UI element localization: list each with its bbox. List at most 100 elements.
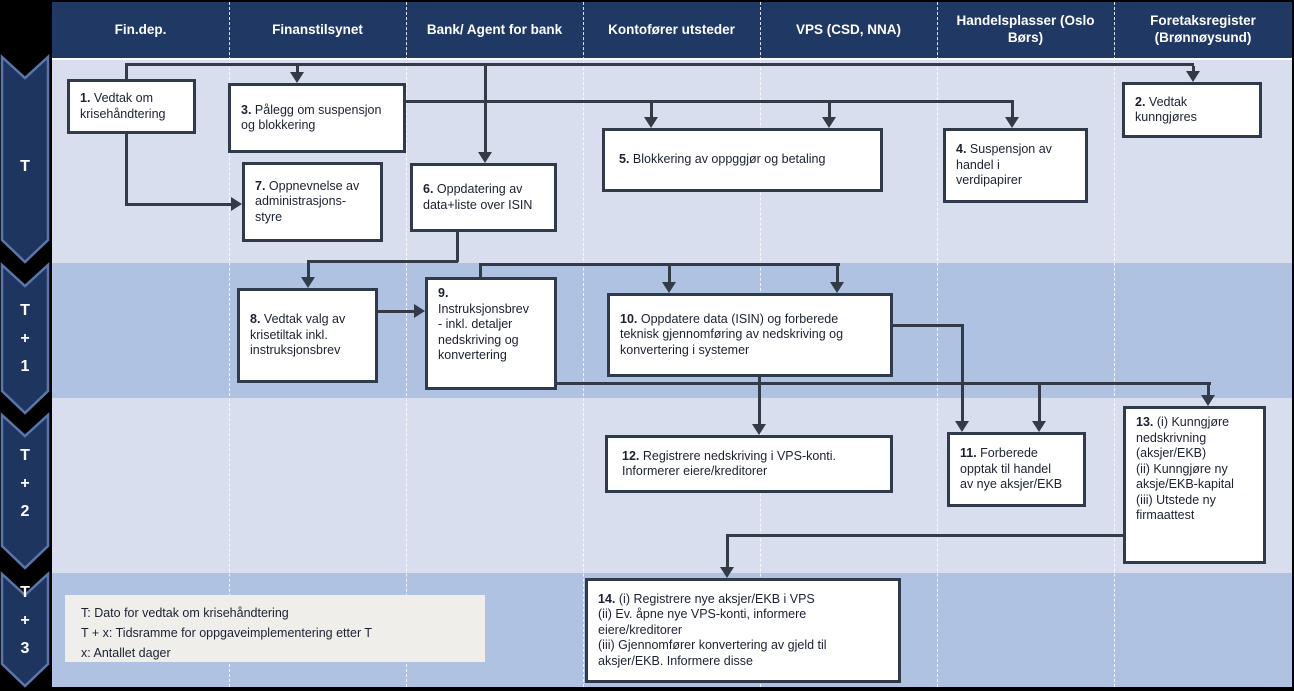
arrowhead-down <box>301 277 315 288</box>
process-box-4: 4. Suspensjon av handel i verdipapirer <box>943 128 1088 203</box>
box-text: Pålegg om suspensjon og blokkering <box>241 102 382 133</box>
box-number: 11. <box>960 446 977 461</box>
connector-line <box>125 63 1194 66</box>
arrowhead-down <box>1032 421 1046 432</box>
timeline-label-t-plus-1: T + 1 <box>20 302 30 375</box>
chevron-t <box>0 54 50 264</box>
column-separator <box>937 2 938 687</box>
column-separator <box>1114 2 1115 687</box>
connector-line <box>307 262 310 278</box>
timeline-label-t: T <box>20 158 30 175</box>
column-separator <box>583 2 584 687</box>
connector-line <box>726 534 729 568</box>
connector-line <box>405 100 1014 103</box>
box-number: 4. <box>956 142 967 157</box>
column-header-finanstilsynet: Finanstilsynet <box>272 21 363 37</box>
column-header-foretaksregister: Foretaksregister (Brønnøysund) <box>1150 13 1256 45</box>
box-text: Oppnevnelse av administrasjons- styre <box>255 178 360 224</box>
arrowhead-down <box>1005 117 1019 128</box>
box-number: 10. <box>620 311 638 326</box>
box-text: Blokkering av oppggjør og betaling <box>632 152 826 167</box>
connector-line <box>307 260 458 263</box>
box-number: 5. <box>619 152 630 167</box>
arrowhead-down <box>644 117 658 128</box>
connector-line <box>1207 384 1210 396</box>
arrowhead-down <box>720 567 734 578</box>
header-row-background <box>52 2 1292 60</box>
column-header-vps: VPS (CSD, NNA) <box>795 21 901 37</box>
box-text: Vedtak kunngjøres <box>1135 94 1197 125</box>
box-number: 8. <box>250 312 261 327</box>
process-box-5: 5. Blokkering av oppggjør og betaling <box>602 128 883 192</box>
column-separator <box>229 2 230 687</box>
arrowhead-down <box>290 72 304 83</box>
timeline-label-t-plus-3: T + 3 <box>20 584 30 657</box>
box-number: 14. <box>598 591 616 606</box>
box-text: Oppdatere data (ISIN) og forberede tekni… <box>620 311 844 357</box>
connector-line <box>378 310 415 313</box>
box-number: 12. <box>622 448 640 463</box>
connector-line <box>456 231 459 262</box>
legend-line-3: x: Antallet dager <box>81 646 171 660</box>
arrowhead-down <box>478 152 492 163</box>
box-text: Vedtak valg av krisetiltak inkl. instruk… <box>250 312 346 358</box>
box-number: 13. <box>1136 415 1154 429</box>
box-number: 2. <box>1135 94 1146 109</box>
box-text: Instruksjonsbrev - inkl. detaljer nedskr… <box>438 301 530 362</box>
connector-line <box>1011 103 1014 118</box>
box-text: Oppdatering av data+liste over ISIN <box>423 182 533 212</box>
connector-line <box>961 324 964 422</box>
column-header-bank-agent: Bank/ Agent for bank <box>426 21 563 37</box>
arrowhead-down <box>1186 71 1200 82</box>
connector-line <box>1038 384 1041 422</box>
box-text: Forberede opptak til handel av nye aksje… <box>960 446 1063 492</box>
connector-line <box>892 324 964 327</box>
connector-line <box>668 266 671 283</box>
connector-line <box>125 63 128 80</box>
box-number: 1. <box>80 91 91 105</box>
arrowhead-down <box>1201 395 1215 406</box>
connector-line <box>726 534 1124 537</box>
connector-line <box>125 203 232 206</box>
column-header-kontofoerer: Kontofører utsteder <box>608 21 735 37</box>
connector-line <box>556 382 1211 385</box>
process-box-9: 9. Instruksjonsbrev - inkl. detaljer ned… <box>425 277 557 390</box>
arrowhead-down <box>752 424 766 435</box>
box-number: 9. <box>438 286 449 300</box>
box-number: 3. <box>241 102 252 117</box>
connector-line <box>484 66 487 154</box>
chevron-t-plus-2 <box>0 412 50 570</box>
process-box-3: 3. Pålegg om suspensjon og blokkering <box>228 83 406 153</box>
process-box-8: 8. Vedtak valg av krisetiltak inkl. inst… <box>237 288 378 383</box>
process-box-7: 7. Oppnevnelse av administrasjons- styre <box>242 162 383 242</box>
chevron-t-plus-1 <box>0 262 50 415</box>
connector-line <box>828 103 831 118</box>
connector-line <box>1192 66 1195 73</box>
arrowhead-down <box>822 117 836 128</box>
column-header-findep: Fin.dep. <box>114 21 167 37</box>
process-box-12: 12. Registrere nedskriving i VPS-konti. … <box>605 435 893 493</box>
box-text: Registrere nedskriving i VPS-konti. Info… <box>622 448 837 479</box>
timeline-label-t-plus-2: T + 2 <box>20 447 30 520</box>
process-box-2: 2. Vedtak kunngjøres <box>1122 82 1262 138</box>
connector-line <box>650 103 653 118</box>
box-text: (i) Registrere nye aksjer/EKB i VPS (ii)… <box>598 591 827 668</box>
connector-line <box>296 66 299 74</box>
column-separator <box>406 2 407 687</box>
connector-line <box>836 266 839 283</box>
box-text: Suspensjon av handel i verdipapirer <box>956 142 1052 188</box>
box-number: 6. <box>423 182 434 196</box>
box-number: 7. <box>255 178 266 193</box>
legend-line-2: T + x: Tidsramme for oppgaveimplementeri… <box>81 626 372 640</box>
arrowhead-right <box>414 304 425 318</box>
connector-line <box>125 134 128 206</box>
box-text: (i) Kunngjøre nedskrivning (aksjer/EKB) … <box>1136 415 1234 522</box>
process-box-13: 13. (i) Kunngjøre nedskrivning (aksjer/E… <box>1123 406 1266 564</box>
connector-line <box>758 376 761 425</box>
process-box-6: 6. Oppdatering av data+liste over ISIN <box>410 163 557 232</box>
box-text: Vedtak om krisehåndtering <box>80 91 166 121</box>
process-box-11: 11. Forberede opptak til handel av nye a… <box>947 432 1086 507</box>
process-box-14: 14. (i) Registrere nye aksjer/EKB i VPS … <box>585 578 901 683</box>
connector-line <box>479 263 840 266</box>
